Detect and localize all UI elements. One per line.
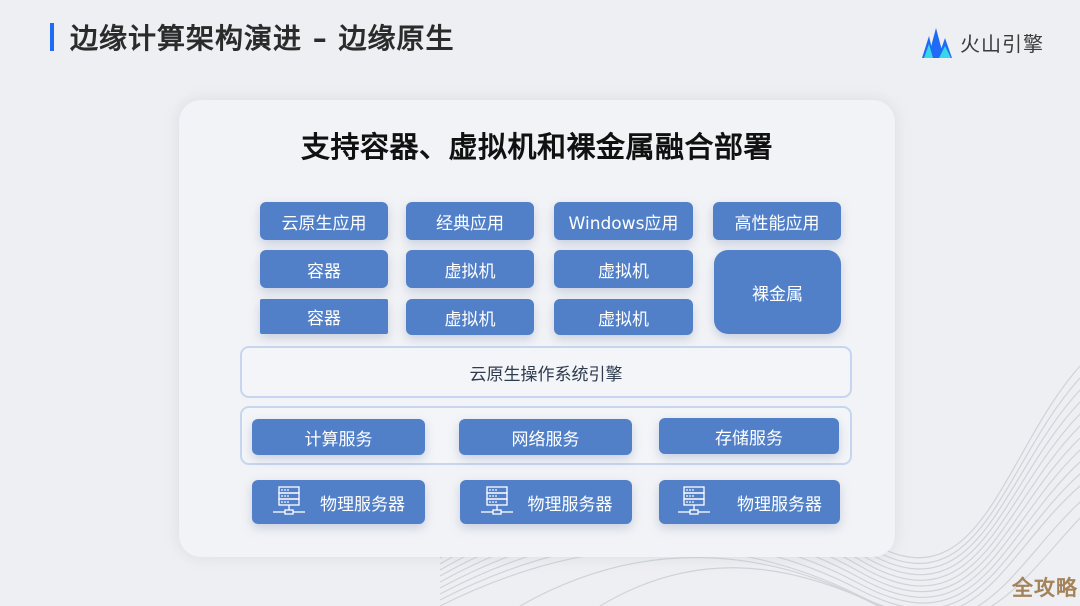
vm-box: 虚拟机 [406,299,534,335]
compute-service-box: 计算服务 [252,419,425,455]
vm-box: 虚拟机 [406,250,534,288]
box-label: 虚拟机 [444,309,496,330]
page-title: 边缘计算架构演进 – 边缘原生 [70,22,455,55]
vm-box: 虚拟机 [554,299,693,335]
box-label: 裸金属 [752,284,803,305]
box-label: Windows应用 [568,213,679,234]
os-engine-layer [240,346,852,398]
box-label: 物理服务器 [737,494,822,515]
box-label: 存储服务 [715,428,783,449]
logo-text: 火山引擎 [960,31,1044,56]
box-label: 物理服务器 [320,494,405,515]
box-label: 经典应用 [436,213,504,234]
container-box: 容器 [260,299,388,334]
storage-service-box: 存储服务 [659,418,839,454]
box-label: 虚拟机 [598,309,649,330]
box-label: 物理服务器 [527,494,613,515]
box-label: 虚拟机 [598,261,649,282]
box-label: 计算服务 [304,429,373,450]
box-label: 云原生应用 [281,213,367,234]
title-accent-bar [50,23,54,51]
card-title: 支持容器、虚拟机和裸金属融合部署 [300,130,773,164]
box-label: 网络服务 [511,429,580,450]
box-label: 虚拟机 [444,261,496,282]
server-icon [678,486,710,515]
page-header: 边缘计算架构演进 – 边缘原生 [50,18,455,56]
bare-metal-box: 裸金属 [714,250,841,334]
watermark: 全攻略 [1012,576,1078,600]
server-icon [480,486,513,515]
app-windows: Windows应用 [554,202,693,240]
box-label: 高性能应用 [734,213,820,234]
vm-box: 虚拟机 [554,250,693,288]
box-label: 容器 [307,309,341,329]
server-icon [273,486,305,515]
app-classic: 经典应用 [406,202,534,240]
box-label: 容器 [307,261,341,282]
physical-server-box: 物理服务器 [659,480,840,524]
volcengine-logo: 火山引擎 [922,26,1044,58]
volcano-mountain-icon [922,28,952,58]
physical-server-box: 物理服务器 [460,480,632,524]
network-service-box: 网络服务 [459,419,632,455]
container-box: 容器 [260,250,388,288]
os-engine-label: 云原生操作系统引擎 [469,364,623,385]
app-high-performance: 高性能应用 [713,202,841,240]
app-cloud-native: 云原生应用 [260,202,388,240]
physical-server-box: 物理服务器 [252,480,425,524]
